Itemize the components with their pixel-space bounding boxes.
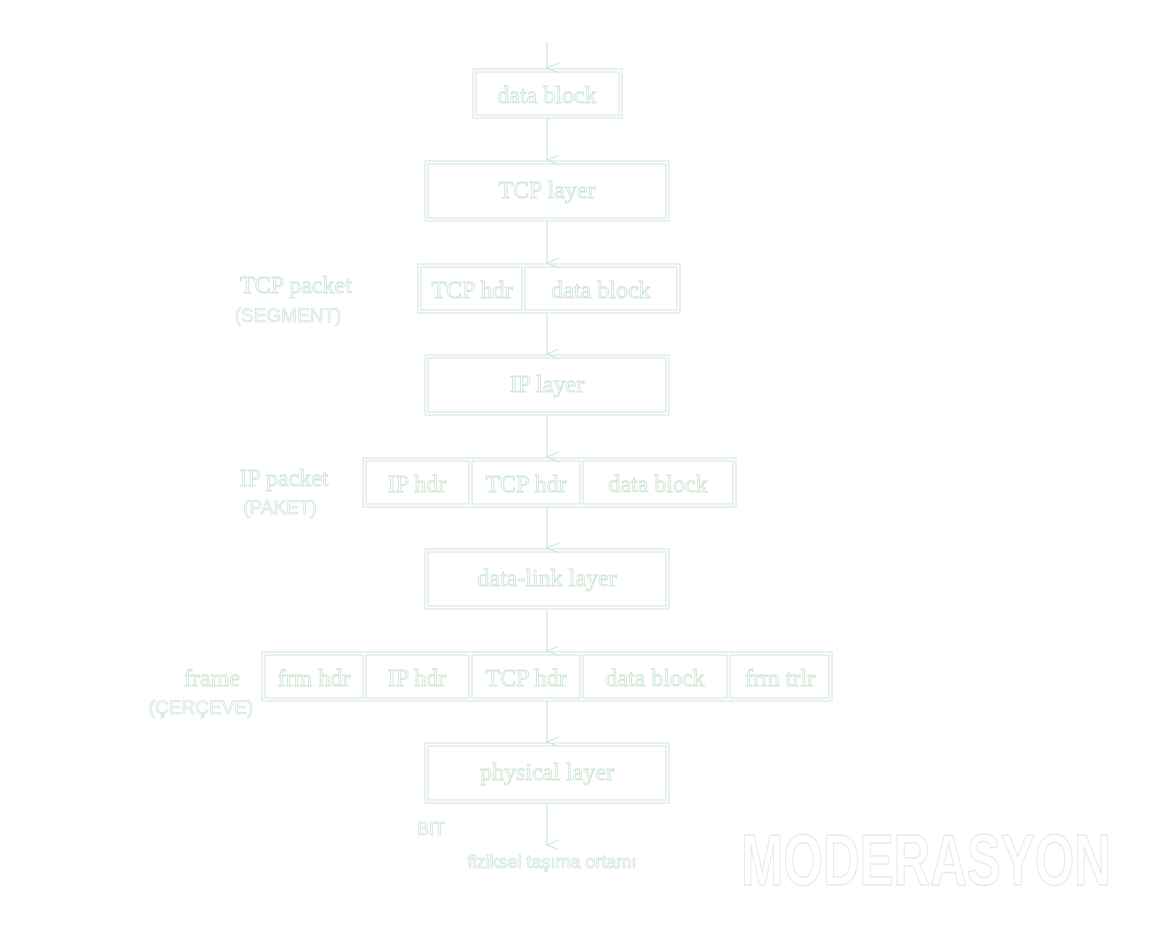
ip-packet-row: IP hdr TCP hdr data block IP packet (PAK… <box>239 457 737 519</box>
tcp-packet-cell-data-block: data block <box>551 278 650 304</box>
top-data-block: data block <box>472 68 623 119</box>
frame-cell-ip-hdr: IP hdr <box>388 666 446 692</box>
ip-layer-label: IP layer <box>510 372 584 398</box>
medium-label: fiziksel taşıma ortamı <box>467 852 636 872</box>
tcp-packet-row: TCP hdr data block TCP packet (SEGMENT) <box>234 263 681 327</box>
frame-cell-frm-trlr: frm trlr <box>745 666 815 692</box>
tcp-packet-cell-tcp-hdr: TCP hdr <box>431 278 512 304</box>
frame-sublabel: (ÇERÇEVE) <box>149 698 254 719</box>
frame-row: frm hdr IP hdr TCP hdr data block frm tr… <box>148 651 833 719</box>
ip-packet-cell-tcp-hdr: TCP hdr <box>485 472 566 498</box>
ip-packet-label: IP packet <box>239 466 328 492</box>
frame-cell-frm-hdr: frm hdr <box>278 666 351 692</box>
bit-label: BIT <box>417 819 445 839</box>
top-data-block-label: data block <box>497 83 596 109</box>
datalink-layer-box: data-link layer <box>424 548 670 610</box>
datalink-layer-label: data-link layer <box>477 566 616 592</box>
ip-packet-sublabel: (PAKET) <box>243 498 317 519</box>
physical-layer-label: physical layer <box>480 760 614 786</box>
ip-packet-cell-ip-hdr: IP hdr <box>388 472 446 498</box>
ip-layer-box: IP layer <box>424 354 670 416</box>
frame-cell-tcp-hdr: TCP hdr <box>485 666 566 692</box>
tcp-layer-box: TCP layer <box>424 160 670 222</box>
tcp-packet-label: TCP packet <box>240 273 352 299</box>
frame-label: frame <box>184 666 240 692</box>
moderasyon-watermark: MODERASYON <box>741 821 1111 901</box>
tcp-packet-sublabel: (SEGMENT) <box>235 306 342 327</box>
ip-packet-cell-data-block: data block <box>608 472 707 498</box>
frame-cell-data-block: data block <box>605 666 704 692</box>
tcp-layer-label: TCP layer <box>498 178 595 204</box>
physical-layer-box: physical layer <box>424 742 670 804</box>
